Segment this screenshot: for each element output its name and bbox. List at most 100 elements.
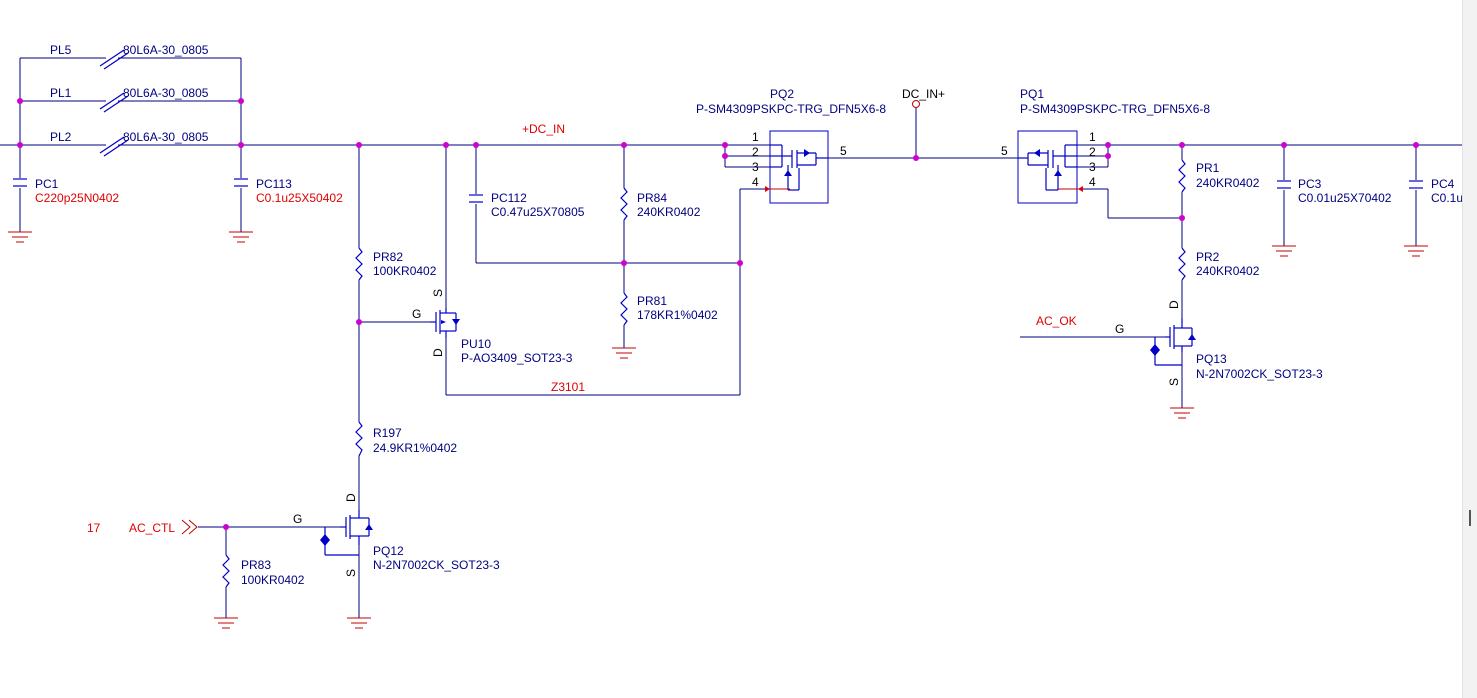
- pin-pu10-g: G: [412, 307, 421, 321]
- resistor-pr83: [222, 554, 230, 588]
- ref-pl1: PL1: [50, 86, 72, 100]
- net-dc-in-plus: DC_IN+: [902, 87, 945, 101]
- pin-pq13-d: D: [1167, 300, 1181, 309]
- testpoint-dc-in-plus: [912, 100, 920, 108]
- ground-pr83: [214, 617, 238, 629]
- ref-pl5: PL5: [50, 43, 72, 57]
- ground-pc1: [8, 231, 32, 243]
- ref-pr81: PR81: [637, 294, 667, 308]
- resistor-r197: [355, 421, 363, 457]
- ref-pc4: PC4: [1431, 177, 1455, 191]
- mosfet-pq13: [1150, 318, 1196, 366]
- mosfet-pq1: [1017, 130, 1083, 204]
- value-pr84: 240KR0402: [637, 205, 701, 219]
- ground-pc3: [1272, 245, 1296, 257]
- resistor-pr82: [355, 247, 363, 281]
- ref-pr1: PR1: [1196, 161, 1220, 175]
- value-r197: 24.9KR1%0402: [373, 441, 457, 455]
- ref-pl2: PL2: [50, 130, 72, 144]
- ref-r197: R197: [373, 426, 402, 440]
- resistor-pr81: [620, 292, 628, 326]
- pin-pq2-4: 4: [752, 175, 759, 189]
- pin-pu10-s: S: [431, 289, 445, 297]
- pin-pq12-d: D: [344, 493, 358, 502]
- net-ac-ctl-sheet: 17: [87, 521, 101, 535]
- pin-pq13-g: G: [1115, 322, 1124, 336]
- capacitor-pc1: [13, 178, 27, 187]
- value-pr1: 240KR0402: [1196, 176, 1260, 190]
- mosfet-pq12: [320, 510, 373, 556]
- pin-pq2-3: 3: [752, 160, 759, 174]
- value-pr2: 240KR0402: [1196, 264, 1260, 278]
- value-pq12: N-2N7002CK_SOT23-3: [373, 558, 500, 572]
- ref-pq12: PQ12: [373, 544, 404, 558]
- scrollbar-thumb[interactable]: [1469, 510, 1471, 526]
- offpage-connector-ac-ctl: [181, 519, 191, 535]
- value-pc112: C0.47u25X70805: [491, 205, 585, 219]
- ref-pc1: PC1: [35, 177, 59, 191]
- value-pr82: 100KR0402: [373, 264, 437, 278]
- ref-pq1: PQ1: [1020, 87, 1044, 101]
- value-pu10: P-AO3409_SOT23-3: [461, 351, 573, 365]
- value-pq1: P-SM4309PSKPC-TRG_DFN5X6-8: [1020, 102, 1210, 116]
- ref-pq2: PQ2: [770, 87, 794, 101]
- ground-pq13: [1170, 407, 1194, 419]
- pin-pq1-2: 2: [1089, 145, 1096, 159]
- capacitor-pc112: [469, 194, 483, 203]
- pin-pu10-d: D: [431, 348, 445, 357]
- value-pq13: N-2N7002CK_SOT23-3: [1196, 367, 1323, 381]
- ref-pr84: PR84: [637, 191, 667, 205]
- value-pr81: 178KR1%0402: [637, 308, 718, 322]
- ref-pc112: PC112: [491, 191, 527, 205]
- mosfet-pu10: [430, 308, 460, 338]
- ref-pu10: PU10: [461, 337, 491, 351]
- ref-pc3: PC3: [1298, 177, 1322, 191]
- pin-pq1-4: 4: [1089, 175, 1096, 189]
- net-dc-in: +DC_IN: [522, 122, 565, 136]
- capacitor-symbols: [13, 178, 1423, 203]
- inductor-pl1: [99, 92, 129, 113]
- capacitor-pc3: [1277, 180, 1291, 189]
- ground-symbols: [8, 231, 1428, 629]
- ground-pq12: [347, 617, 371, 629]
- value-pc4: C0.1u: [1431, 191, 1462, 205]
- pin-pq2-5: 5: [840, 144, 847, 158]
- ground-pr81: [612, 347, 636, 359]
- inductor-pl5: [99, 49, 129, 70]
- inductor-pl2: [99, 136, 129, 157]
- wires: [0, 57, 1462, 618]
- ref-pq13: PQ13: [1196, 352, 1227, 366]
- value-pr83: 100KR0402: [241, 573, 305, 587]
- vertical-scrollbar[interactable]: [1462, 0, 1477, 698]
- value-pl2: 80L6A-30_0805: [123, 130, 209, 144]
- ground-pc113: [229, 231, 253, 243]
- capacitor-pc113: [234, 178, 248, 187]
- value-pc1: C220p25N0402: [35, 191, 119, 205]
- pin-pq2-1: 1: [752, 130, 759, 144]
- pin-pq1-5: 5: [1001, 144, 1008, 158]
- net-z3101: Z3101: [551, 380, 585, 394]
- resistor-symbols: [222, 159, 1186, 588]
- pin-pq12-g: G: [293, 512, 302, 526]
- resistor-pr84: [620, 187, 628, 221]
- value-pl1: 80L6A-30_0805: [123, 86, 209, 100]
- capacitor-pc4: [1409, 180, 1423, 189]
- mosfet-pq2: [765, 130, 829, 204]
- ref-pr82: PR82: [373, 250, 403, 264]
- ref-pr2: PR2: [1196, 250, 1220, 264]
- value-pc3: C0.01u25X70402: [1298, 191, 1392, 205]
- resistor-pr1: [1178, 159, 1186, 193]
- ref-pc113: PC113: [256, 177, 292, 191]
- value-pl5: 80L6A-30_0805: [123, 43, 209, 57]
- net-ac-ctl: AC_CTL: [129, 521, 175, 535]
- offpage-connector-ac-ctl-2: [188, 519, 198, 535]
- resistor-pr2: [1178, 247, 1186, 281]
- ground-pc4: [1404, 245, 1428, 257]
- junctions: [17, 98, 1419, 530]
- pin-pq13-s: S: [1167, 378, 1181, 386]
- pin-pq1-3: 3: [1089, 160, 1096, 174]
- pin-pq2-2: 2: [752, 145, 759, 159]
- pin-pq1-1: 1: [1089, 130, 1096, 144]
- value-pq2: P-SM4309PSKPC-TRG_DFN5X6-8: [696, 102, 886, 116]
- ref-pr83: PR83: [241, 558, 271, 572]
